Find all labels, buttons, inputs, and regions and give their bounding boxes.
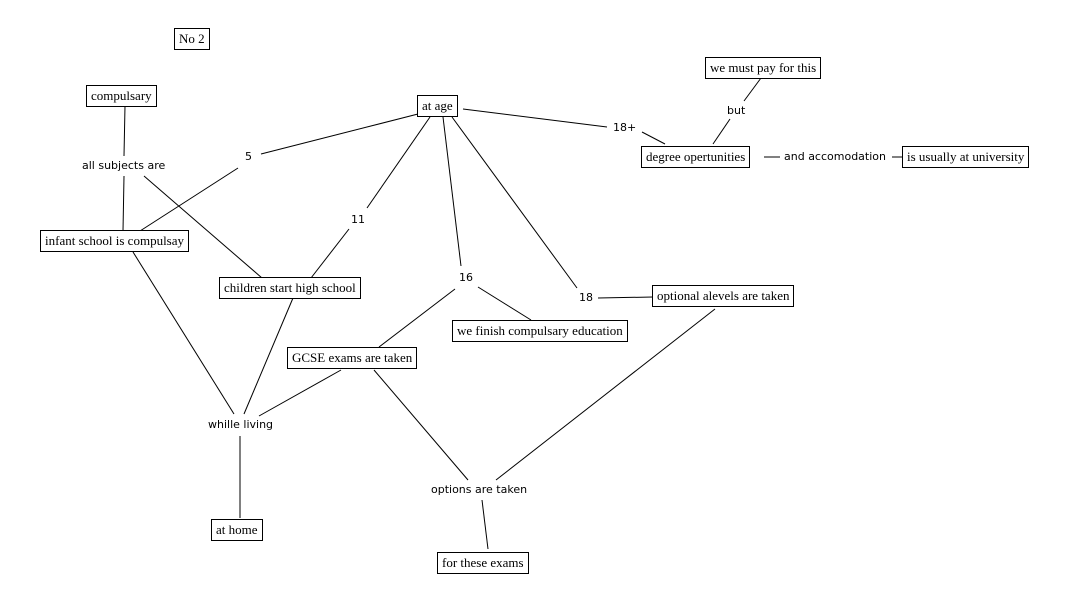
connector-line xyxy=(122,175,125,232)
concept-at-home: at home xyxy=(211,519,263,541)
link-label-options-taken: options are taken xyxy=(429,483,530,497)
concept-compulsary-education: we finish compulsary education xyxy=(452,320,628,342)
connector-line xyxy=(243,297,294,415)
link-label-age-16: 16 xyxy=(457,271,475,285)
connector-line xyxy=(743,77,762,102)
connector-line xyxy=(132,251,235,415)
connector-line xyxy=(442,116,462,267)
connector-line xyxy=(258,369,342,417)
concept-alevels: optional alevels are taken xyxy=(652,285,795,307)
concept-infant-school: infant school is compulsay xyxy=(40,230,190,252)
connector-line xyxy=(123,105,126,157)
concept-for-these-exams: for these exams xyxy=(437,552,529,574)
connector-line xyxy=(373,369,469,481)
link-label-accomodation: and accomodation xyxy=(782,150,888,164)
connector-line xyxy=(641,131,666,145)
connector-line xyxy=(378,288,456,348)
link-label-age-18: 18 xyxy=(577,291,595,305)
link-label-age-11: 11 xyxy=(349,213,367,227)
concept-at-age: at age xyxy=(417,95,458,117)
connector-line xyxy=(597,296,654,299)
link-label-all-subjects: all subjects are xyxy=(80,159,168,173)
connector-line xyxy=(451,116,578,289)
connector-line xyxy=(366,116,431,209)
link-label-age-18plus: 18+ xyxy=(611,121,639,135)
concept-high-school: children start high school xyxy=(219,277,361,299)
connector-line xyxy=(712,118,731,145)
concept-we-must-pay: we must pay for this xyxy=(705,57,822,79)
link-label-age-5: 5 xyxy=(243,150,254,164)
connector-line xyxy=(462,108,608,128)
connector-line xyxy=(143,175,263,279)
link-label-but: but xyxy=(725,104,748,118)
connector-line xyxy=(481,499,489,550)
link-label-while-living: whille living xyxy=(206,418,276,432)
concept-gcse: GCSE exams are taken xyxy=(287,347,418,369)
map-title: No 2 xyxy=(174,28,210,50)
connector-line xyxy=(310,228,350,279)
connector-line xyxy=(495,308,716,481)
connector-line xyxy=(139,167,239,232)
connector-line xyxy=(260,113,419,155)
concept-degree-opertunities: degree opertunities xyxy=(641,146,751,168)
concept-university: is usually at university xyxy=(902,146,1030,168)
connector-line xyxy=(477,286,532,321)
concept-compulsary: compulsary xyxy=(86,85,157,107)
